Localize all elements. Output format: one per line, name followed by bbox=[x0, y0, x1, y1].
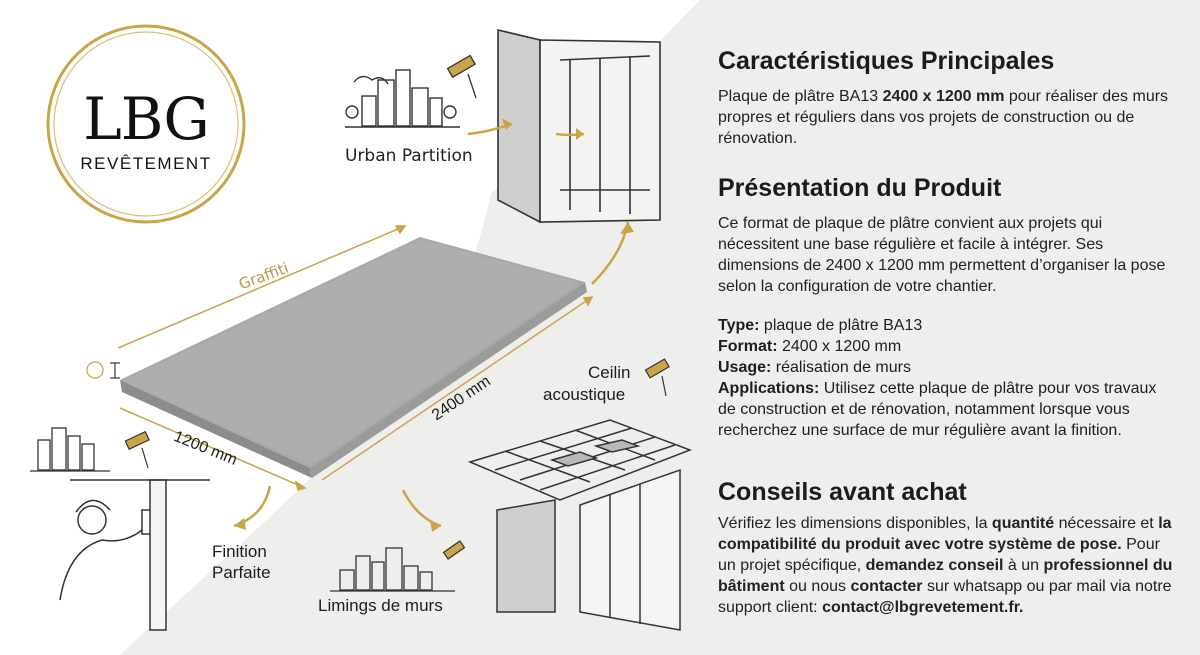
tool-icons bbox=[124, 358, 670, 560]
section-title-presentation: Présentation du Produit bbox=[718, 174, 1002, 202]
conseils-text: Vérifiez les dimensions disponibles, la … bbox=[718, 515, 1173, 616]
section-title-caracteristiques: Caractéristiques Principales bbox=[718, 47, 1055, 75]
section-title-conseils: Conseils avant achat bbox=[718, 478, 967, 506]
spec-type: Type: plaque de plâtre BA13 bbox=[718, 317, 923, 334]
roller-top bbox=[446, 54, 477, 99]
city-sketch-top bbox=[345, 69, 460, 128]
spec-applications: Applications: Utilisez cette plaque de p… bbox=[718, 380, 1157, 439]
partition-wall bbox=[497, 28, 661, 224]
graffiti-dim-line bbox=[117, 225, 406, 349]
worker-sketch bbox=[59, 479, 210, 631]
label-urban-partition: Urban Partition bbox=[345, 146, 473, 166]
section-specs: Type: plaque de plâtre BA13 Format: 2400… bbox=[718, 315, 1178, 441]
contact-email: contact@lbgrevetement.fr. bbox=[822, 599, 1024, 616]
spec-format: Format: 2400 x 1200 mm bbox=[718, 338, 902, 355]
label-limings: Limings de murs bbox=[318, 596, 443, 615]
plasterboard bbox=[120, 237, 587, 478]
logo-main-text: LBG bbox=[83, 85, 210, 153]
section-conseils: Conseils avant achat Vérifiez les dimens… bbox=[718, 475, 1178, 618]
caracteristiques-text: Plaque de plâtre BA13 2400 x 1200 mm pou… bbox=[718, 88, 1169, 147]
presentation-text: Ce format de plaque de plâtre convient a… bbox=[718, 215, 1166, 295]
corner-walls bbox=[496, 468, 681, 631]
thickness-marker bbox=[86, 361, 120, 379]
label-ceiling-2: acoustique bbox=[543, 385, 626, 404]
spec-usage: Usage: réalisation de murs bbox=[718, 359, 911, 376]
city-sketch-bottom bbox=[330, 547, 455, 592]
section-presentation: Présentation du Produit Ce format de pla… bbox=[718, 171, 1178, 297]
logo-sub-text: REVÊTEMENT bbox=[80, 154, 212, 173]
city-sketch-left bbox=[30, 427, 110, 472]
label-finition-2: Parfaite bbox=[212, 563, 271, 582]
label-finition-1: Finition bbox=[212, 542, 267, 561]
dim-1200-line bbox=[119, 407, 306, 489]
ceiling-grid bbox=[467, 419, 693, 501]
brand-logo: LBG REVÊTEMENT bbox=[48, 26, 244, 222]
dim-2400-line bbox=[321, 296, 593, 481]
logo-ring bbox=[46, 24, 246, 224]
section-caracteristiques: Caractéristiques Principales Plaque de p… bbox=[718, 44, 1178, 149]
label-ceiling-1: Ceilin bbox=[588, 363, 631, 382]
